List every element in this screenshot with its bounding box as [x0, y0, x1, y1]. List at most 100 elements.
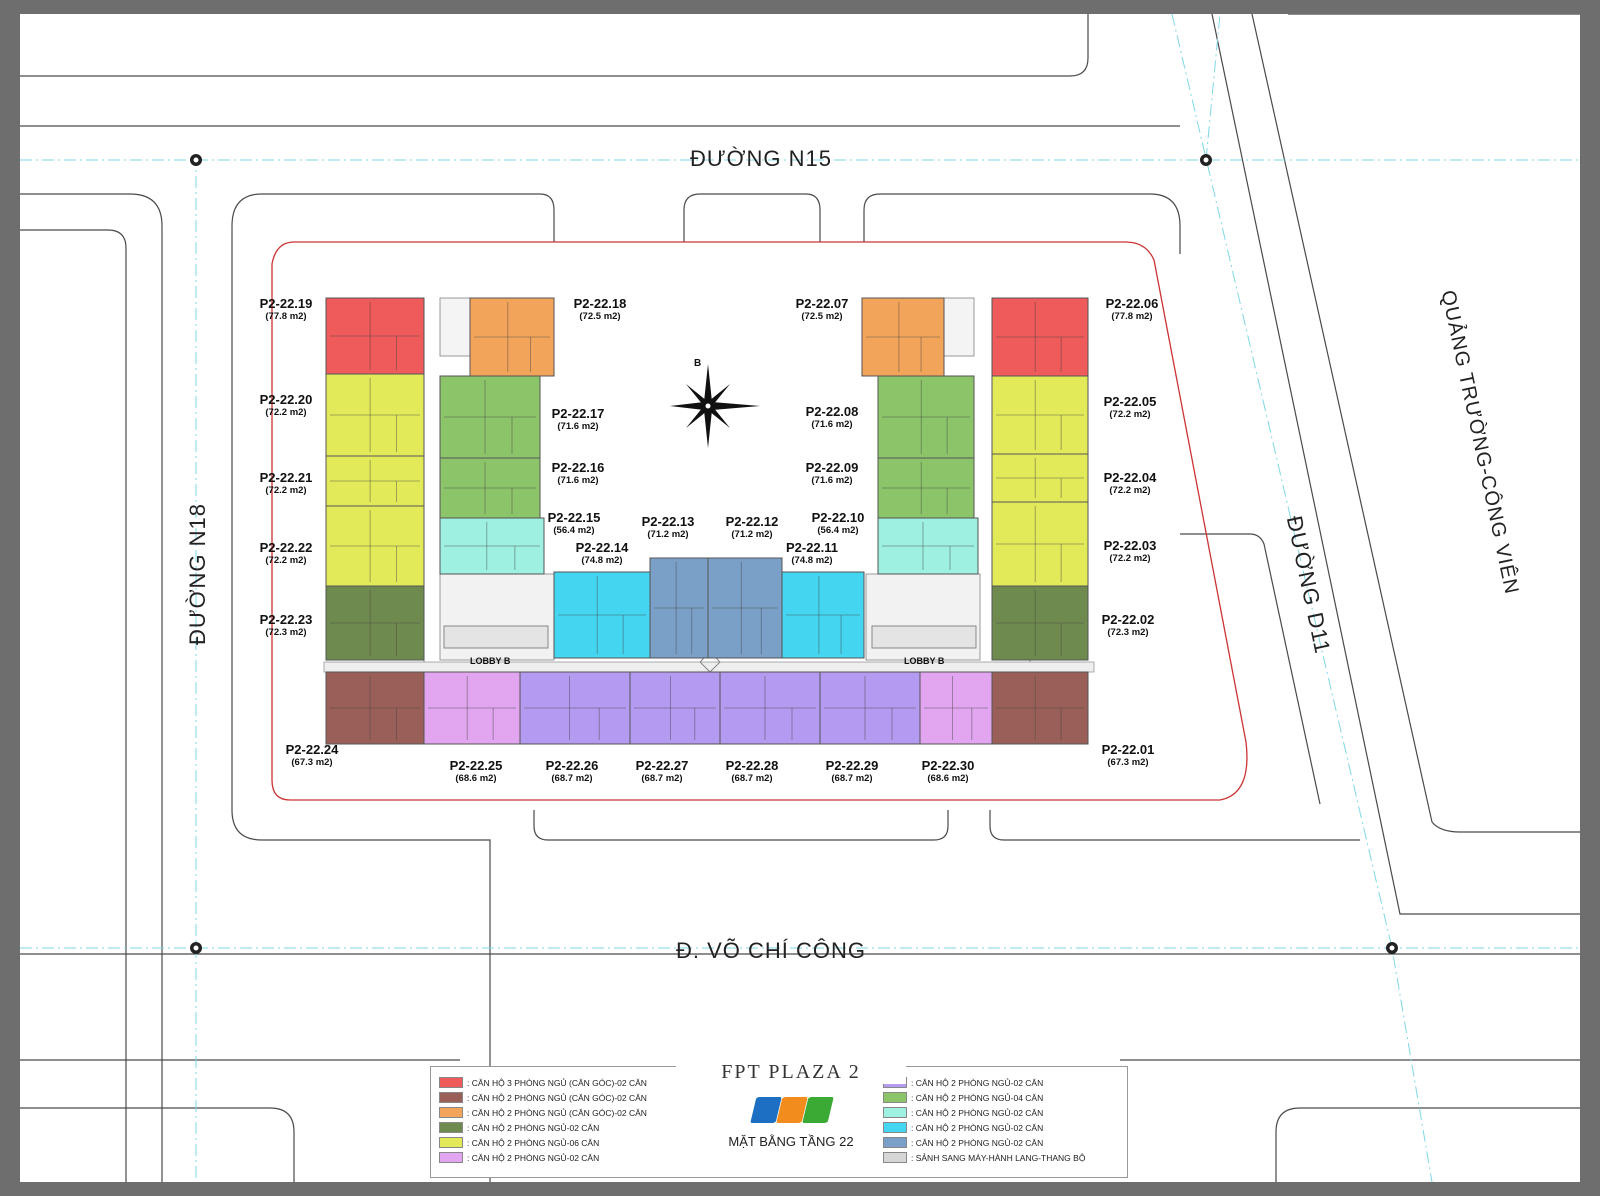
unit-area: (72.2 m2) [1109, 409, 1151, 420]
unit-label-22: P2-22.22(72.2 m2) [260, 540, 313, 566]
unit-code: P2-22.12 [725, 514, 779, 529]
apartment-unit-27[interactable] [629, 671, 721, 745]
apartment-unit-19[interactable] [325, 297, 425, 375]
apartment-unit-13[interactable] [649, 557, 709, 659]
unit-code: P2-22.09 [805, 460, 859, 475]
unit-code: P2-22.28 [725, 758, 779, 773]
apartment-unit-01[interactable] [991, 671, 1089, 745]
unit-area: (72.2 m2) [265, 555, 307, 566]
unit-label-27: P2-22.27(68.7 m2) [636, 758, 689, 784]
unit-label-20: P2-22.20(72.2 m2) [260, 392, 313, 418]
apartment-unit-12[interactable] [707, 557, 783, 659]
apartment-unit-04[interactable] [991, 453, 1089, 503]
unit-label-18: P2-22.18(72.5 m2) [574, 296, 627, 322]
legend-text: : CĂN HỘ 2 PHÒNG NGỦ (CĂN GÓC)-02 CĂN [467, 1092, 647, 1103]
street-north-label: ĐƯỜNG N15 [690, 146, 833, 171]
unit-label-08: P2-22.08(71.6 m2) [806, 404, 859, 430]
compass-rose [670, 364, 760, 448]
legend-text: : CĂN HỘ 2 PHÒNG NGỦ-02 CĂN [911, 1077, 1044, 1088]
apartment-unit-08[interactable] [877, 375, 975, 459]
unit-area: (71.6 m2) [557, 475, 599, 486]
legend-right-item: : CĂN HỘ 2 PHÒNG NGỦ-04 CĂN [883, 1090, 1085, 1105]
legend-text: : CĂN HỘ 2 PHÒNG NGỦ-06 CĂN [467, 1137, 600, 1148]
apartment-unit-15[interactable] [439, 517, 545, 575]
apartment-unit-05[interactable] [991, 375, 1089, 455]
unit-area: (71.2 m2) [647, 529, 689, 540]
apartment-unit-30[interactable] [919, 671, 993, 745]
unit-label-07: P2-22.07(72.5 m2) [796, 296, 849, 322]
unit-label-30: P2-22.30(68.6 m2) [922, 758, 975, 784]
legend-text: : CĂN HỘ 2 PHÒNG NGỦ-02 CĂN [911, 1122, 1044, 1133]
apartment-unit-28[interactable] [719, 671, 821, 745]
unit-label-17: P2-22.17(71.6 m2) [552, 406, 605, 432]
unit-label-12: P2-22.12(71.2 m2) [726, 514, 779, 540]
fpt-logo-icon [750, 1097, 834, 1123]
legend-text: : CĂN HỘ 2 PHÒNG NGỦ-02 CĂN [467, 1122, 600, 1133]
service-cores [439, 297, 981, 673]
legend-swatch [883, 1152, 907, 1163]
unit-code: P2-22.01 [1101, 742, 1155, 757]
unit-area: (72.3 m2) [1107, 627, 1149, 638]
axis-markers [190, 154, 1398, 954]
plot-boundary [271, 241, 1248, 801]
apartment-unit-16[interactable] [439, 457, 541, 519]
legend-right-item: : CĂN HỘ 2 PHÒNG NGỦ-02 CĂN [883, 1105, 1085, 1120]
unit-label-09: P2-22.09(71.6 m2) [806, 460, 859, 486]
legend-swatch [883, 1137, 907, 1148]
unit-label-24: P2-22.24(67.3 m2) [286, 742, 339, 768]
unit-area: (72.5 m2) [579, 311, 621, 322]
apartment-unit-29[interactable] [819, 671, 921, 745]
unit-label-23: P2-22.23(72.3 m2) [260, 612, 313, 638]
apartment-unit-17[interactable] [439, 375, 541, 459]
unit-label-13: P2-22.13(71.2 m2) [642, 514, 695, 540]
unit-label-04: P2-22.04(72.2 m2) [1104, 470, 1157, 496]
unit-code: P2-22.27 [635, 758, 689, 773]
unit-label-05: P2-22.05(72.2 m2) [1104, 394, 1157, 420]
apartment-unit-20[interactable] [325, 373, 425, 457]
unit-area: (72.3 m2) [265, 627, 307, 638]
legend-left-item: : CĂN HỘ 2 PHÒNG NGỦ (CĂN GÓC)-02 CĂN [439, 1105, 647, 1120]
apartment-unit-23[interactable] [325, 585, 425, 661]
lobby-label-right: LOBBY B [904, 656, 945, 666]
apartment-unit-10[interactable] [877, 517, 979, 575]
apartment-unit-18[interactable] [469, 297, 555, 377]
brand-title: FPT PLAZA 2 [676, 1061, 906, 1084]
unit-code: P2-22.10 [811, 510, 865, 525]
street-west-label: ĐƯỜNG N18 [185, 502, 210, 645]
apartment-unit-26[interactable] [519, 671, 631, 745]
unit-area: (71.2 m2) [731, 529, 773, 540]
unit-area: (56.4 m2) [553, 525, 595, 536]
site-plan-drawing: B [20, 14, 1580, 1182]
unit-label-29: P2-22.29(68.7 m2) [826, 758, 879, 784]
apartment-unit-11[interactable] [781, 571, 865, 659]
apartment-unit-14[interactable] [553, 571, 651, 659]
legend-right-item: : SẢNH SANG MÁY-HÀNH LANG-THANG BỘ [883, 1150, 1085, 1165]
unit-label-06: P2-22.06(77.8 m2) [1106, 296, 1159, 322]
unit-code: P2-22.19 [259, 296, 313, 311]
unit-code: P2-22.29 [825, 758, 879, 773]
apartment-unit-24[interactable] [325, 671, 425, 745]
unit-label-25: P2-22.25(68.6 m2) [450, 758, 503, 784]
apartment-unit-03[interactable] [991, 501, 1089, 587]
apartment-unit-02[interactable] [991, 585, 1089, 661]
lobby-label-left: LOBBY B [470, 656, 511, 666]
apartment-unit-07[interactable] [861, 297, 945, 377]
apartment-unit-21[interactable] [325, 455, 425, 507]
unit-code: P2-22.20 [259, 392, 313, 407]
legend-left-column: : CĂN HỘ 3 PHÒNG NGỦ (CĂN GÓC)-02 CĂN: C… [439, 1075, 647, 1165]
apartment-unit-09[interactable] [877, 457, 975, 519]
legend-left-item: : CĂN HỘ 2 PHÒNG NGỦ-02 CĂN [439, 1120, 647, 1135]
apartment-unit-22[interactable] [325, 505, 425, 587]
unit-area: (56.4 m2) [817, 525, 859, 536]
unit-code: P2-22.17 [551, 406, 605, 421]
unit-area: (74.8 m2) [791, 555, 833, 566]
unit-code: P2-22.25 [449, 758, 503, 773]
apartment-unit-25[interactable] [423, 671, 521, 745]
apartment-unit-06[interactable] [991, 297, 1089, 377]
unit-area: (77.8 m2) [1111, 311, 1153, 322]
street-south-label: Đ. VÕ CHÍ CÔNG [676, 938, 867, 963]
logo-square [750, 1097, 782, 1123]
unit-label-01: P2-22.01(67.3 m2) [1102, 742, 1155, 768]
legend-left-item: : CĂN HỘ 2 PHÒNG NGỦ-02 CĂN [439, 1150, 647, 1165]
legend-text: : CĂN HỘ 2 PHÒNG NGỦ-02 CĂN [467, 1152, 600, 1163]
